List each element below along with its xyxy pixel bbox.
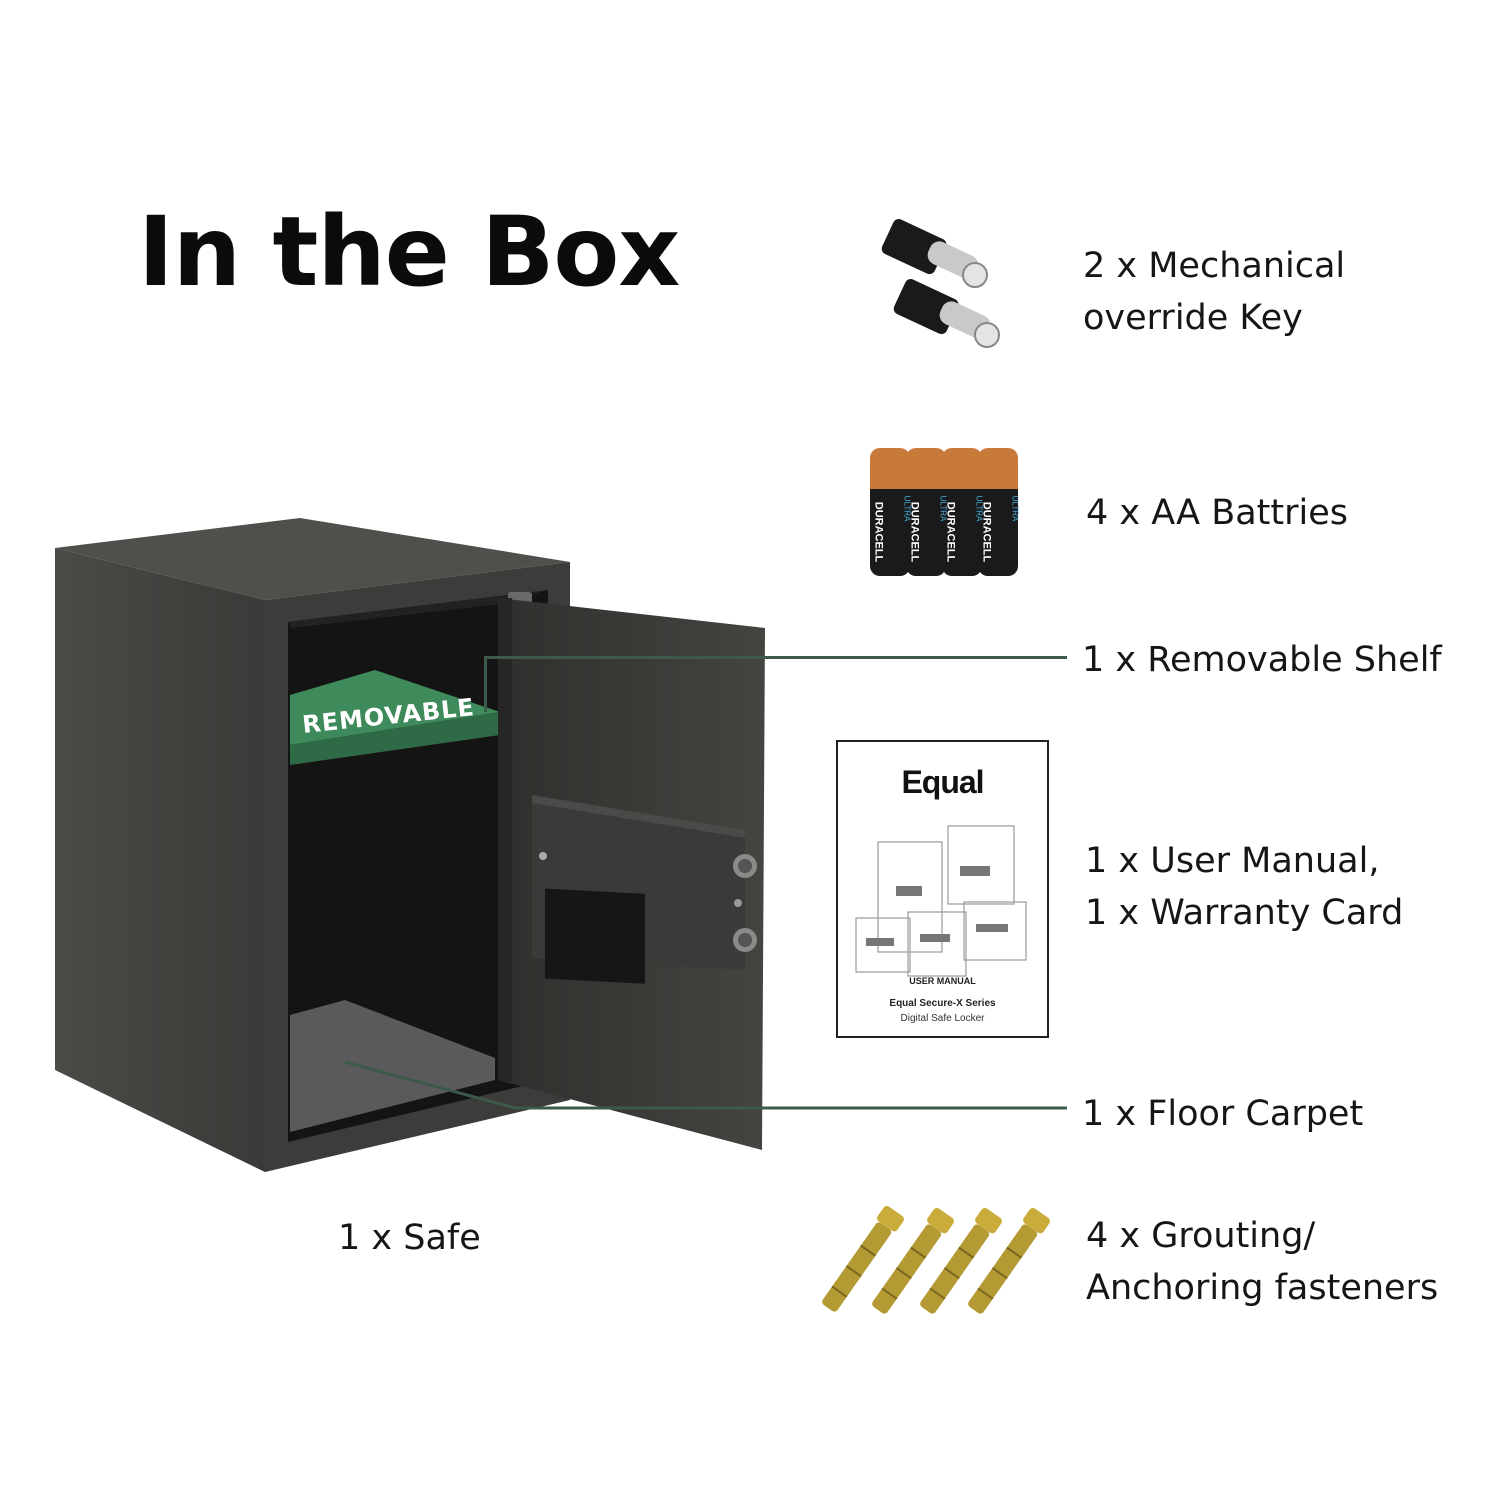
- battery-brand: DURACELL: [872, 501, 885, 563]
- shelf-item-label: 1 x Removable Shelf: [1082, 640, 1442, 680]
- battery-icon: [978, 448, 1018, 576]
- keys-label: 2 x Mechanical override Key: [1083, 246, 1346, 338]
- shelf-leader-horizontal: [484, 656, 1067, 659]
- battery-icon: [906, 448, 946, 576]
- battery-sub: ULTRA: [1010, 495, 1020, 522]
- battery-sub: ULTRA: [974, 495, 984, 522]
- page-title: In the Box: [138, 196, 680, 308]
- manual-label: 1 x User Manual, 1 x Warranty Card: [1085, 841, 1404, 933]
- shelf-leader-vertical: [484, 656, 487, 712]
- battery-icon: [870, 448, 910, 576]
- removable-shelf: [290, 670, 500, 745]
- carpet-label: 1 x Floor Carpet: [1082, 1094, 1364, 1134]
- battery-sub: ULTRA: [902, 495, 912, 522]
- batteries-label: 4 x AA Battries: [1086, 493, 1349, 533]
- fasteners-label: 4 x Grouting/ Anchoring fasteners: [1086, 1216, 1439, 1308]
- anchor-bolt-icon: [822, 1206, 1050, 1314]
- user-manual: Equal USER MANUAL Equal Secure-X Series …: [836, 740, 1049, 1038]
- manual-product: Digital Safe Locker: [900, 1013, 985, 1024]
- floor-carpet: [290, 1000, 495, 1132]
- manual-illustration-icon: [855, 825, 1027, 977]
- battery-sub: ULTRA: [938, 495, 948, 522]
- manual-brand: Equal: [901, 764, 984, 800]
- battery-icon: [942, 448, 982, 576]
- manual-heading: USER MANUAL: [909, 976, 976, 986]
- manual-series: Equal Secure-X Series: [889, 998, 996, 1009]
- batteries-group: DURACELL DURACELL DURACELL DURACELL ULTR…: [870, 448, 1030, 578]
- keys-icon: [881, 219, 1000, 348]
- safe-label: 1 x Safe: [338, 1218, 481, 1258]
